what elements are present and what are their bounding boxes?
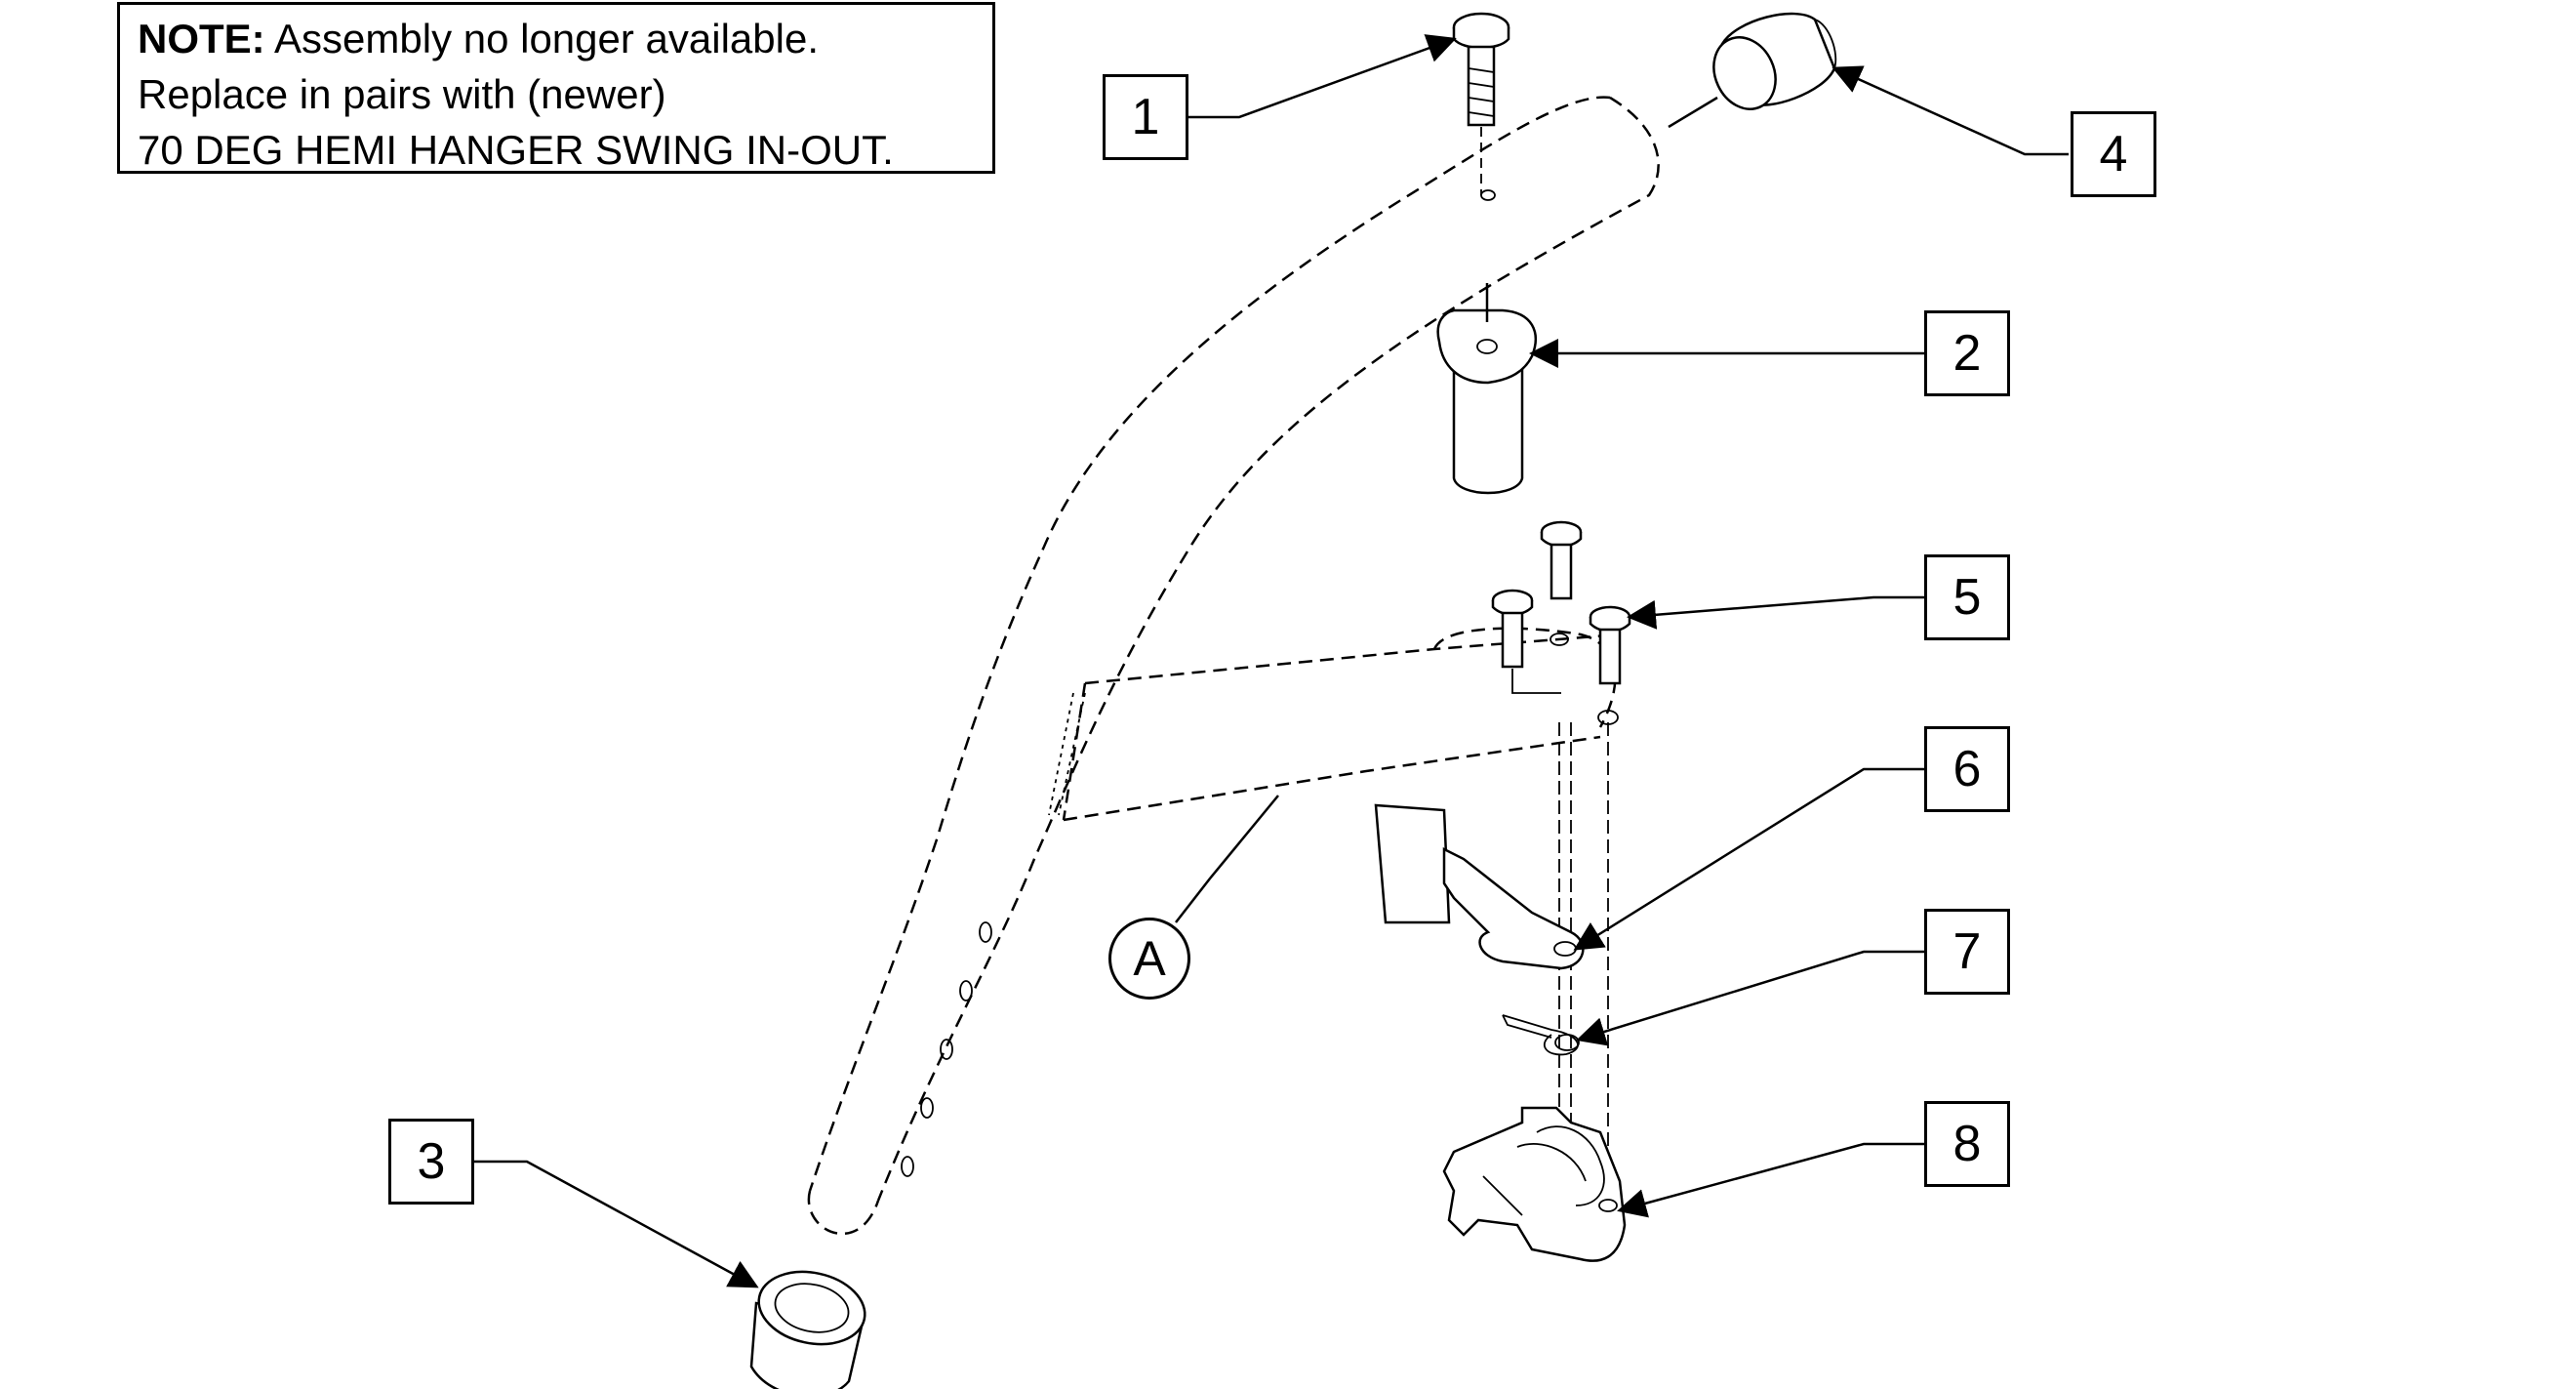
note-line-3: 70 DEG HEMI HANGER SWING IN-OUT. bbox=[138, 127, 894, 173]
callout-5: 5 bbox=[1924, 554, 2010, 640]
note-line-2: Replace in pairs with (newer) bbox=[138, 71, 666, 117]
callout-4: 4 bbox=[2071, 111, 2156, 197]
note-label: NOTE: bbox=[138, 16, 265, 61]
part-8-receiver bbox=[1442, 1106, 1627, 1262]
note-text-1: Assembly no longer available. bbox=[274, 16, 819, 61]
note-box: NOTE: Assembly no longer available. Repl… bbox=[117, 2, 995, 174]
callout-8: 8 bbox=[1924, 1101, 2010, 1187]
note-line-1: NOTE: Assembly no longer available. bbox=[138, 11, 975, 66]
callout-6: 6 bbox=[1924, 726, 2010, 812]
part-4-end-cap bbox=[1668, 12, 1837, 129]
hanger-tube-phantom bbox=[807, 96, 1660, 1236]
callout-7: 7 bbox=[1924, 909, 2010, 995]
part-2-bushing bbox=[1436, 283, 1537, 495]
callout-2: 2 bbox=[1924, 310, 2010, 396]
part-3-bottom-bushing bbox=[749, 1270, 866, 1389]
part-7-spring bbox=[1502, 1014, 1580, 1056]
assembly-label-a: A bbox=[1108, 918, 1190, 1000]
part-1-screw bbox=[1452, 12, 1510, 195]
callout-3: 3 bbox=[388, 1119, 474, 1205]
part-5-screws bbox=[1491, 520, 1631, 694]
callout-1: 1 bbox=[1103, 74, 1188, 160]
part-6-lever bbox=[1374, 803, 1585, 970]
leader-lines bbox=[474, 34, 2069, 1288]
